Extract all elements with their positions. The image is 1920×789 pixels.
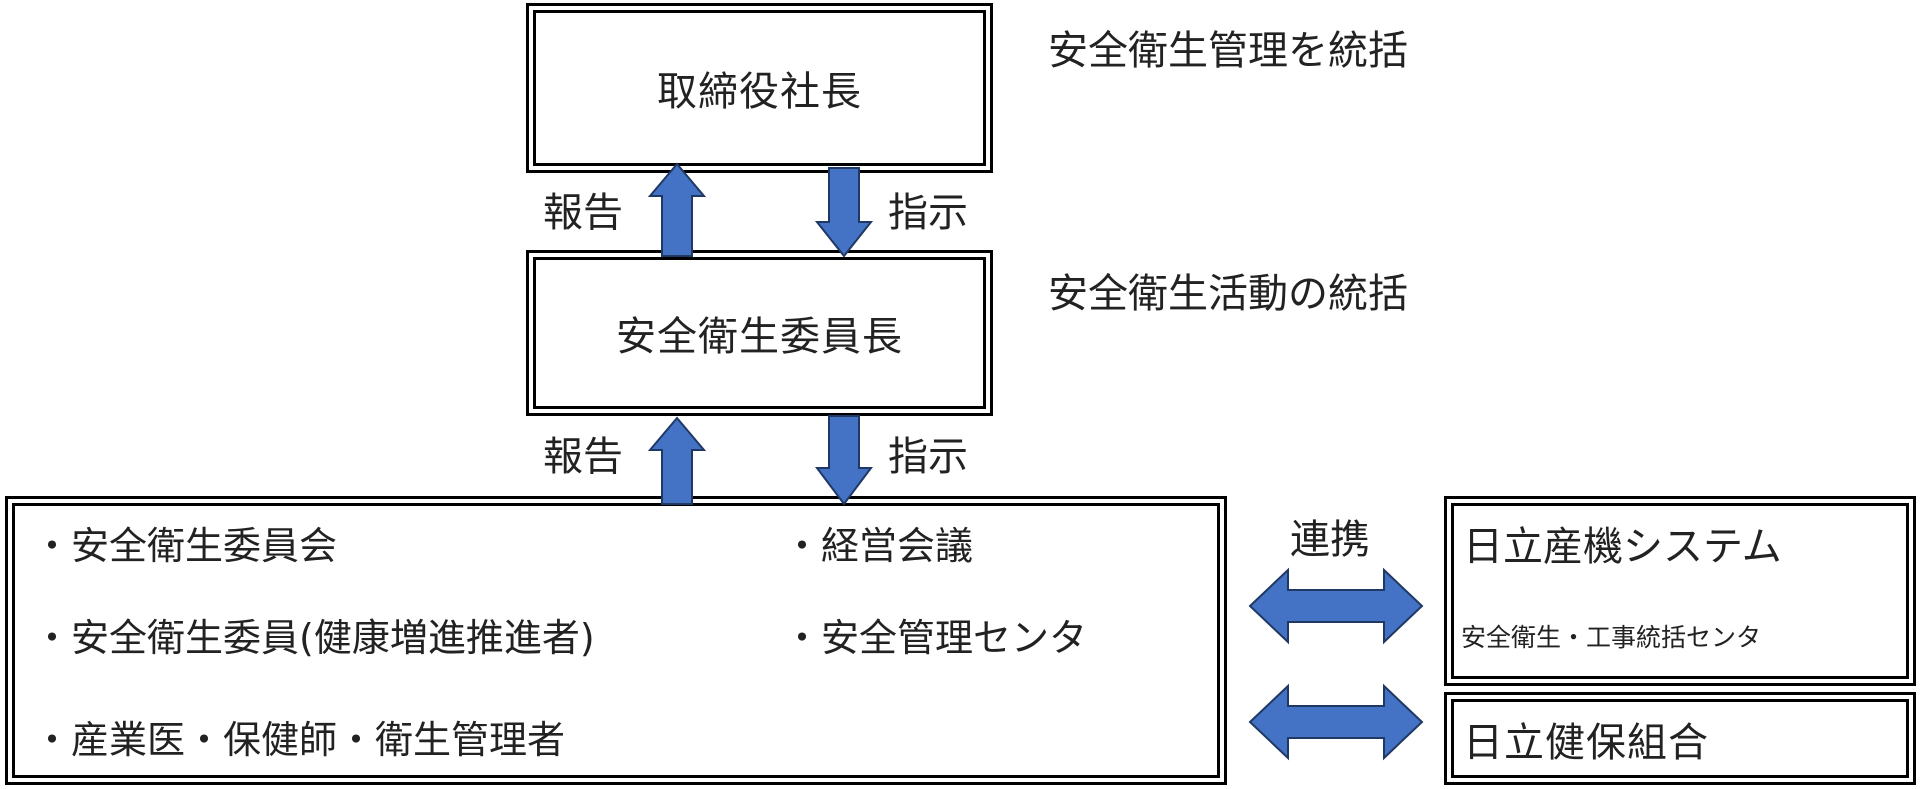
president-label: 取締役社長 — [657, 69, 862, 115]
president-box: 取締役社長 — [526, 3, 993, 173]
instruct-label-upper: 指示 — [888, 190, 968, 236]
committee-chair-label: 安全衛生委員長 — [616, 314, 903, 360]
hitachi-sanki-sub-label: 安全衛生・工事統括センタ — [1461, 623, 1762, 652]
org-members-box: ・安全衛生委員会 ・安全衛生委員(健康増進推進者) ・産業医・保健師・衛生管理者… — [5, 496, 1227, 785]
arrow-up-report-lower — [647, 416, 707, 505]
arrow-down-instruct-upper — [814, 167, 874, 258]
report-label-upper: 報告 — [543, 190, 623, 236]
org-item-committee: ・安全衛生委員会 — [33, 524, 338, 568]
cooperation-label: 連携 — [1290, 517, 1370, 563]
health-union-label: 日立健保組合 — [1463, 719, 1709, 766]
arrow-down-instruct-lower — [815, 415, 873, 506]
report-label-lower: 報告 — [543, 434, 623, 480]
org-item-management-meeting: ・経営会議 — [783, 524, 974, 568]
org-item-committee-members: ・安全衛生委員(健康増進推進者) — [33, 616, 595, 660]
org-item-medical-staff: ・産業医・保健師・衛生管理者 — [33, 718, 566, 762]
arrow-double-cooperation-lower — [1248, 683, 1424, 761]
health-union-box: 日立健保組合 — [1444, 692, 1916, 785]
arrow-up-report-upper — [647, 162, 707, 257]
hitachi-sanki-label: 日立産機システム — [1463, 524, 1782, 570]
org-item-safety-center: ・安全管理センタ — [783, 616, 1088, 660]
hitachi-sanki-box: 日立産機システム 安全衛生・工事統括センタ — [1444, 496, 1916, 686]
chair-role-label: 安全衛生活動の統括 — [1048, 271, 1408, 317]
president-role-label: 安全衛生管理を統括 — [1048, 28, 1408, 74]
arrow-double-cooperation-upper — [1248, 567, 1424, 645]
committee-chair-box: 安全衛生委員長 — [526, 250, 993, 416]
instruct-label-lower: 指示 — [888, 434, 968, 480]
